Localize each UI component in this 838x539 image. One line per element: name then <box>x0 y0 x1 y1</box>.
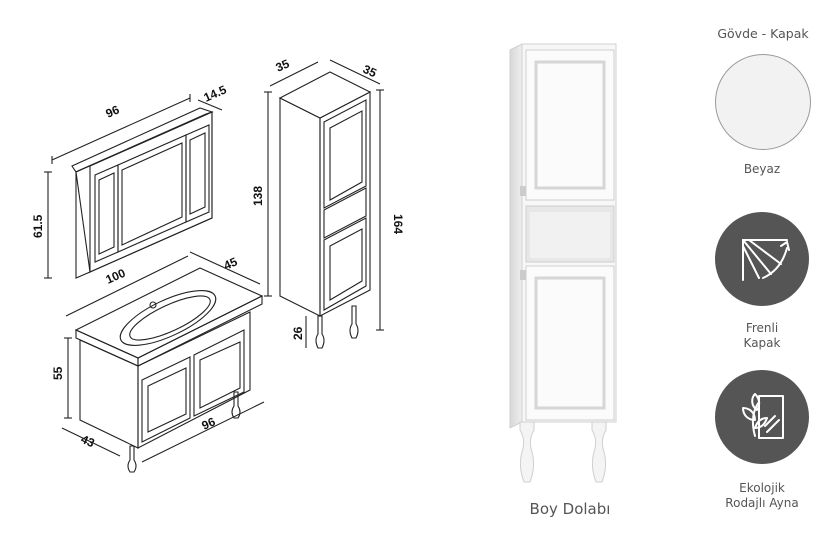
soft-close-icon <box>742 239 790 281</box>
dim-vanity-height: 55 <box>51 366 65 380</box>
dim-tall-depth-right: 35 <box>361 62 379 80</box>
dim-mirror-height: 61.5 <box>31 214 45 238</box>
feature-eco-mirror-line2: Rodajlı Ayna <box>725 496 799 510</box>
dim-vanity-width: 100 <box>104 266 128 287</box>
tall-cabinet-drawing <box>264 59 384 349</box>
tall-cabinet-photo <box>509 43 617 483</box>
dim-vanity-depth-top: 45 <box>222 254 240 272</box>
dim-tall-body-height: 138 <box>251 186 265 206</box>
dim-tall-total-height: 164 <box>391 214 405 234</box>
feature-eco-mirror-label: Ekolojik Rodajlı Ayna <box>702 481 822 511</box>
dim-tall-leg-height: 26 <box>291 326 305 340</box>
color-swatch-white[interactable] <box>715 54 811 150</box>
feature-soft-close-label: Frenli Kapak <box>712 321 812 351</box>
feature-eco-mirror-line1: Ekolojik <box>739 481 785 495</box>
eco-mirror-icon <box>742 393 784 439</box>
finish-heading: Gövde - Kapak <box>717 26 809 41</box>
dim-vanity-depth-bottom: 43 <box>79 432 97 450</box>
mirror-cabinet-drawing <box>44 94 223 279</box>
dim-mirror-depth: 14.5 <box>202 82 229 104</box>
technical-drawing: 96 14.5 61.5 100 45 55 43 96 35 35 138 1… <box>31 56 405 473</box>
product-caption: Boy Dolabı <box>529 500 611 518</box>
feature-soft-close-line1: Frenli <box>745 321 779 335</box>
dim-tall-depth-left: 35 <box>274 56 292 74</box>
feature-eco-mirror <box>715 370 809 464</box>
feature-soft-close-line2: Kapak <box>743 336 781 350</box>
vanity-drawing <box>61 251 265 473</box>
color-name: Beyaz <box>743 162 781 176</box>
dim-vanity-cabinet-width: 96 <box>200 414 218 432</box>
dim-mirror-width: 96 <box>104 102 122 120</box>
feature-soft-close <box>715 212 809 306</box>
